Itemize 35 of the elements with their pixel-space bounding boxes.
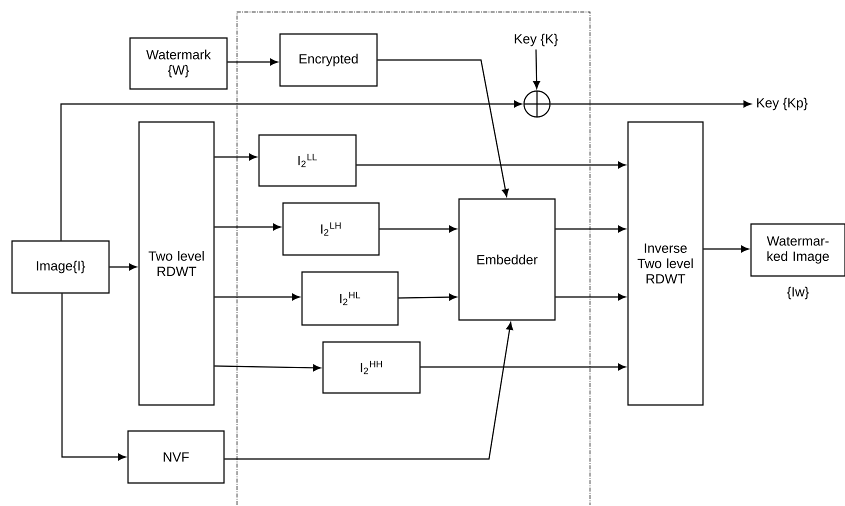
arrow: [398, 294, 457, 301]
arrow: [378, 59, 509, 197]
arrow: [556, 226, 626, 232]
process-box: I$_{2}$LH: [282, 202, 380, 256]
arrow: [110, 264, 137, 270]
arrow: [214, 224, 281, 230]
arrow: [380, 226, 457, 232]
arrow: [228, 58, 278, 66]
arrow: [704, 246, 749, 252]
transform-block: Two level RDWT: [138, 121, 215, 406]
process-box: I$_{2}$HH: [322, 341, 421, 394]
transform-block: Inverse Two level RDWT: [627, 121, 704, 406]
arrow: [420, 364, 626, 370]
arrow: [60, 100, 522, 240]
arrow: [214, 154, 257, 160]
beside-label: {Iw}: [787, 286, 809, 300]
process-box: I$_{2}$HL: [301, 271, 399, 326]
arrow: [214, 364, 321, 372]
arrow: [356, 162, 626, 168]
arrow: [61, 294, 126, 460]
process-box: NVF: [127, 430, 225, 484]
arrow: [550, 100, 752, 108]
key-label: Key {K}: [514, 34, 558, 46]
arrow: [224, 322, 514, 460]
xor-symbol: [523, 90, 551, 118]
process-box: Encrypted: [279, 33, 378, 87]
process-box: Watermar- ked Image: [750, 223, 845, 277]
process-box: I$_{2}$LL: [258, 134, 357, 187]
process-box: Watermark {W}: [129, 37, 228, 90]
arrow: [214, 294, 300, 300]
key-label: Key {Kp}: [757, 98, 808, 110]
arrow: [556, 294, 626, 300]
embedder-block: Embedder: [458, 198, 556, 321]
arrow: [533, 49, 540, 89]
process-box: Image{I}: [11, 240, 110, 294]
